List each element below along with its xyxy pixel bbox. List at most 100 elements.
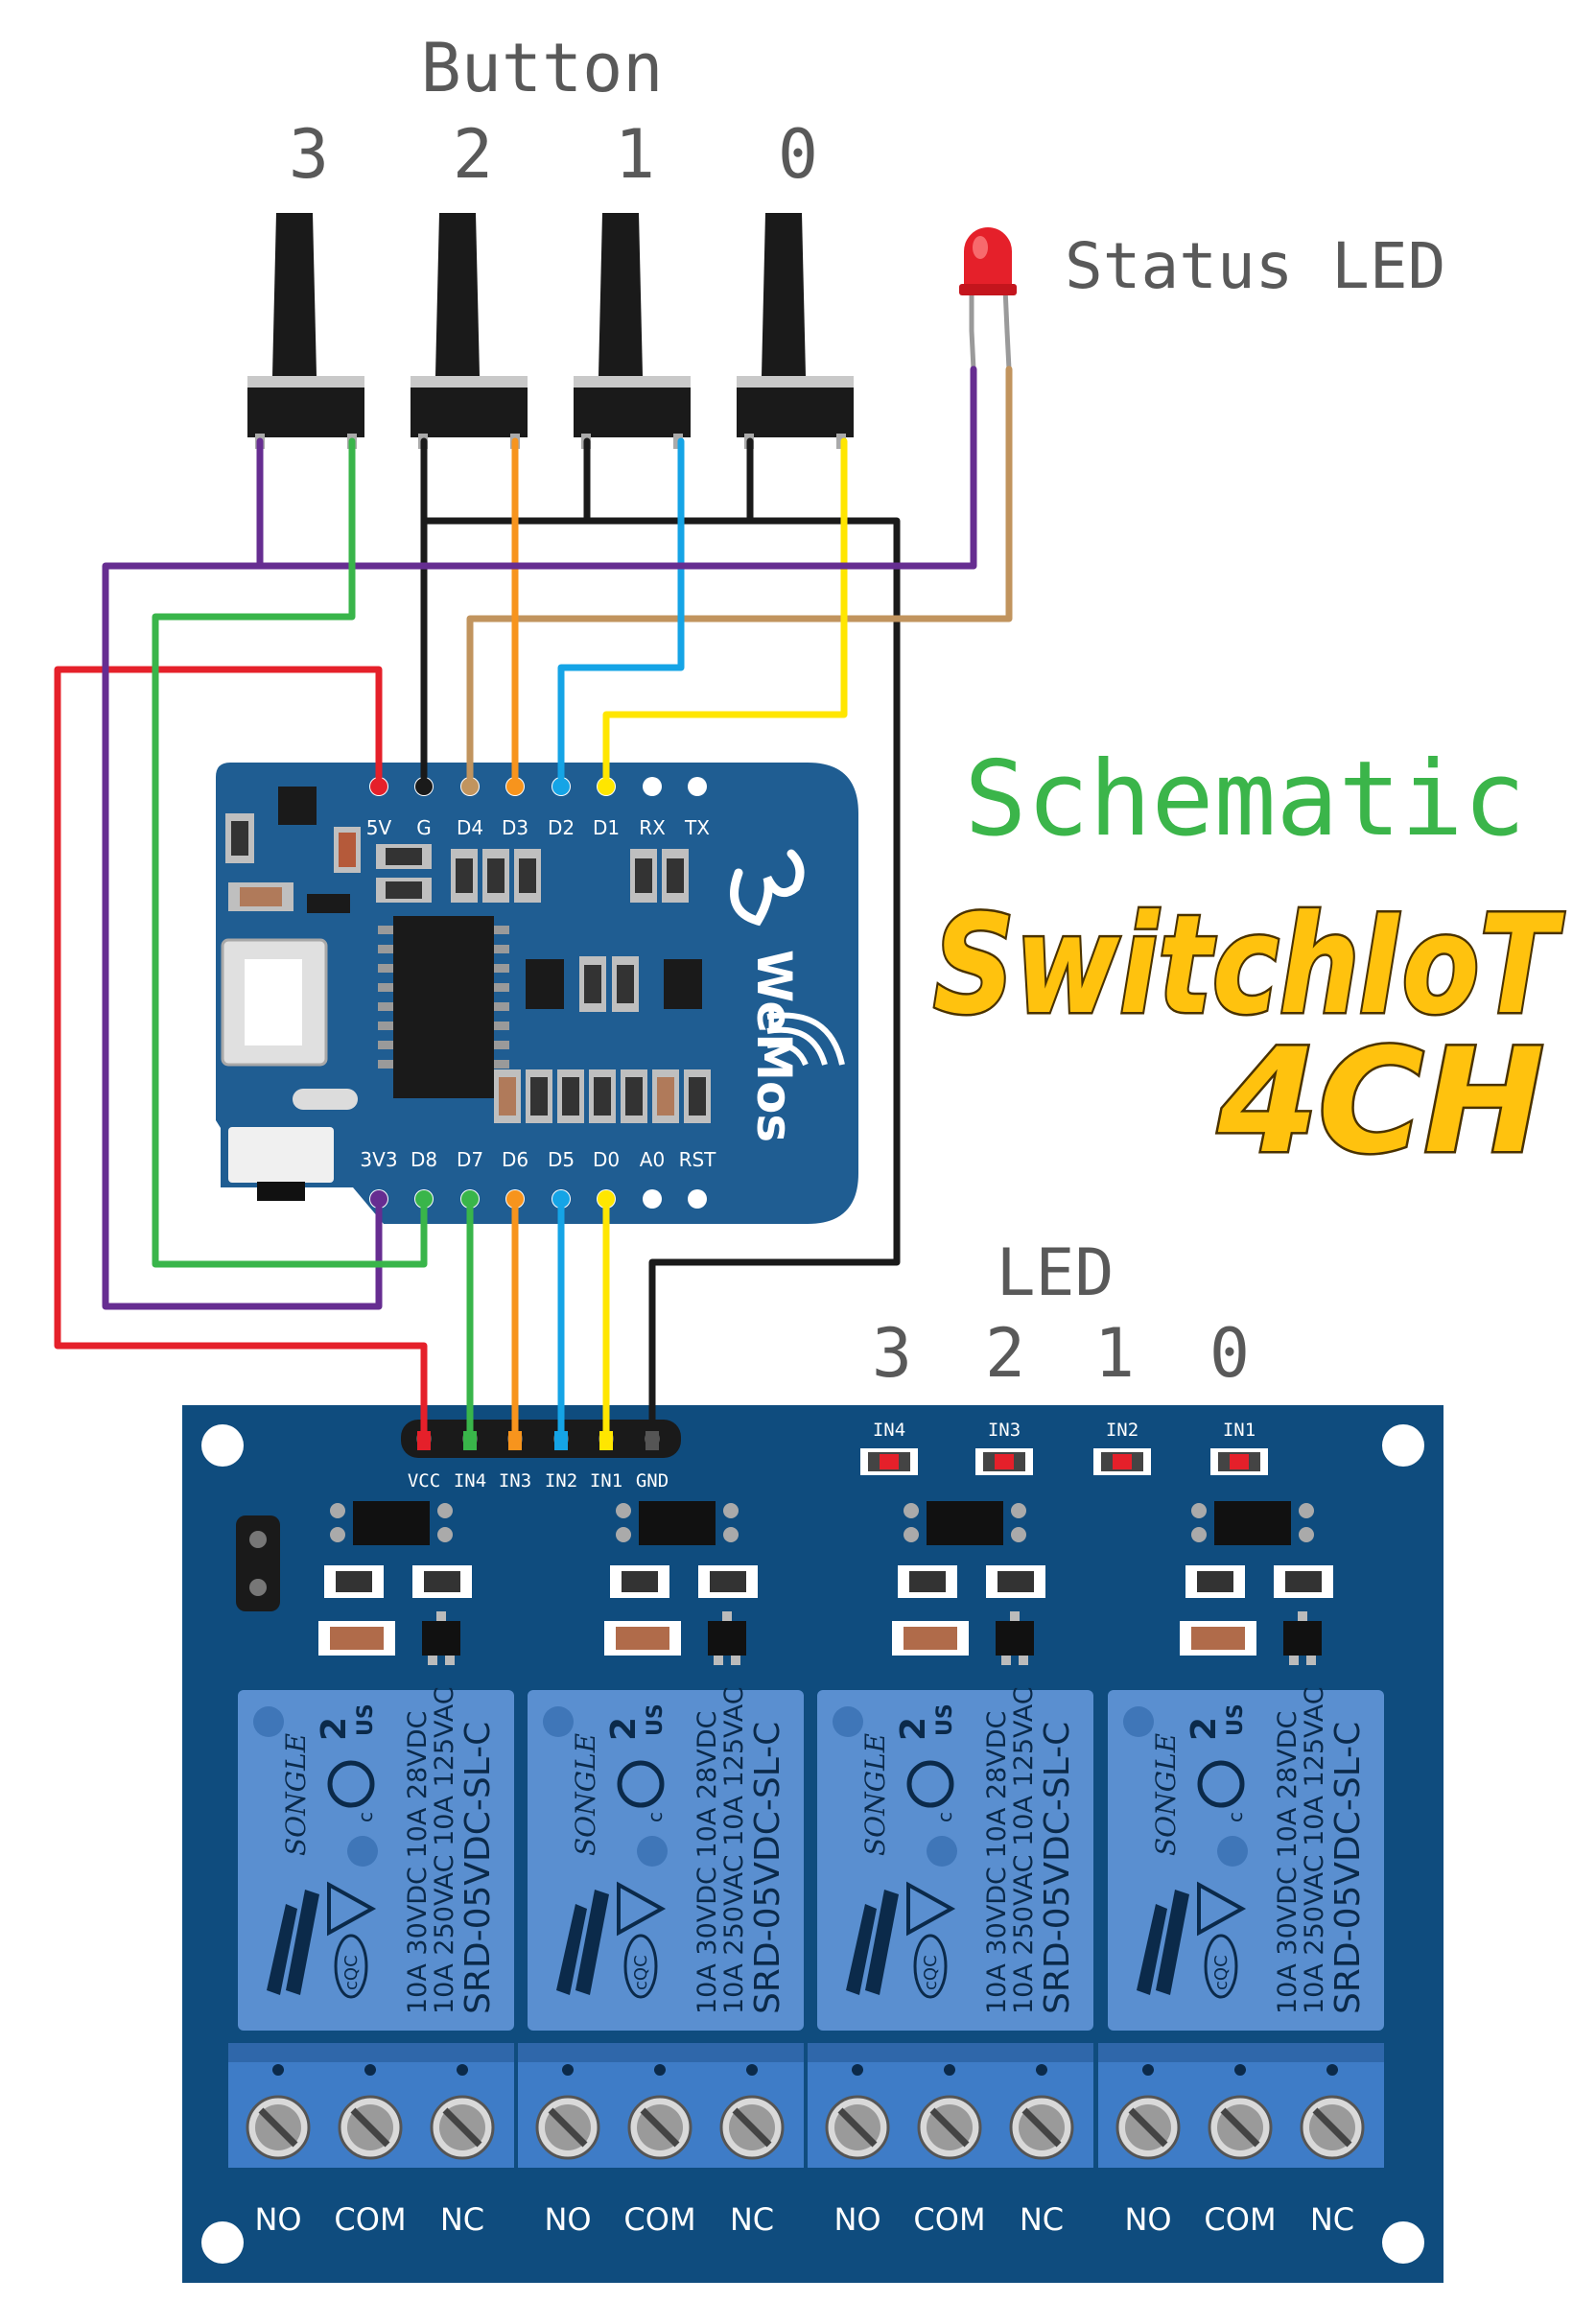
terminal-label-no: NO (1124, 2201, 1171, 2238)
wemos-bottom-pin-labels: 3V3 D8 D7 D6 D5 D0 A0 RST (360, 1148, 716, 1171)
terminal-screw[interactable] (627, 2095, 692, 2160)
terminal-label-nc: NC (1310, 2201, 1354, 2238)
reset-button[interactable] (228, 1127, 334, 1183)
push-button-3[interactable] (247, 213, 364, 449)
wire-yellow-d1-button0 (602, 437, 848, 781)
wire-end-dots (370, 778, 659, 1450)
relay-rating-ac-text: 10A 250VAC 10A 125VAC (1009, 1686, 1039, 2014)
pin-label-d4: D4 (457, 816, 483, 839)
led-number-3: 3 (872, 1314, 912, 1393)
header-label-in1: IN1 (590, 1470, 622, 1492)
relay-brand-text: SONGLE (859, 1733, 891, 1856)
brand-line2: 4CH (1217, 1019, 1544, 1186)
terminal-screw[interactable] (535, 2095, 600, 2160)
relay-brand-text: SONGLE (570, 1733, 601, 1856)
relay-ul-us: US (933, 1703, 957, 1736)
relay-ul-c: c (644, 1812, 667, 1822)
relay-rating-dc-text: 10A 30VDC 10A 28VDC (403, 1711, 433, 2014)
push-button-0[interactable] (737, 213, 854, 449)
relay-model-text: SRD-05VDC-SL-C (1328, 1722, 1368, 2014)
terminal-block-1 (1098, 2043, 1384, 2168)
indicator-led-in4: IN4 (860, 1420, 918, 1475)
relay-rating-ac-text: 10A 250VAC 10A 125VAC (430, 1686, 459, 2014)
wemos-d1-mini-board: WeMos 5V G D4 D3 D2 D1 RX TX 3V3 D8 (216, 763, 858, 1224)
relay-ul-number: 2 (604, 1717, 644, 1741)
terminal-screw[interactable] (338, 2095, 403, 2160)
terminal-label-com: COM (1204, 2201, 1276, 2238)
terminal-screw[interactable] (1009, 2095, 1074, 2160)
relay-ul-number: 2 (894, 1717, 933, 1741)
mounting-holes (201, 1424, 1424, 2264)
terminal-label-com: COM (623, 2201, 695, 2238)
terminal-screw[interactable] (719, 2095, 785, 2160)
terminal-label-no: NO (544, 2201, 591, 2238)
terminal-screw[interactable] (1208, 2095, 1273, 2160)
pin-label-rx: RX (639, 816, 666, 839)
relay-brand-text: SONGLE (280, 1733, 312, 1856)
terminal-label-nc: NC (440, 2201, 484, 2238)
terminal-screw[interactable] (246, 2095, 311, 2160)
button-number-0: 0 (778, 115, 818, 194)
wemos-logo: WeMos (730, 849, 845, 1142)
pin-label-tx: TX (684, 816, 710, 839)
relay-model-text: SRD-05VDC-SL-C (748, 1722, 787, 2014)
wires (54, 365, 1013, 1443)
relay-ul-us: US (354, 1703, 378, 1736)
relay-ul-c: c (933, 1812, 956, 1822)
led-number-labels: 3 2 1 0 (872, 1314, 1250, 1393)
relay-rating-dc-text: 10A 30VDC 10A 28VDC (1273, 1711, 1303, 2014)
terminal-screw[interactable] (430, 2095, 495, 2160)
relay-ul-number: 2 (1185, 1717, 1224, 1741)
terminal-label-com: COM (334, 2201, 406, 2238)
led-heading: LED (997, 1235, 1115, 1311)
header-pin-labels: VCC IN4 IN3 IN2 IN1 GND (408, 1470, 669, 1492)
wemos-top-pin-labels: 5V G D4 D3 D2 D1 RX TX (366, 816, 710, 839)
indicator-label-in2: IN2 (1106, 1420, 1138, 1441)
terminal-screw[interactable] (1115, 2095, 1181, 2160)
push-button-2[interactable] (411, 213, 528, 449)
pin-label-g: G (416, 816, 432, 839)
header-label-in4: IN4 (454, 1470, 486, 1492)
status-led (959, 227, 1017, 370)
terminal-label-no: NO (833, 2201, 880, 2238)
indicator-led-in2: IN2 (1093, 1420, 1151, 1475)
push-button-1[interactable] (574, 213, 691, 449)
pin-label-3v3: 3V3 (360, 1148, 397, 1171)
button-number-labels: 3 2 1 0 (289, 115, 818, 194)
indicator-label-in4: IN4 (873, 1420, 905, 1441)
pin-label-d8: D8 (411, 1148, 437, 1171)
terminal-screw[interactable] (825, 2095, 890, 2160)
header-label-in2: IN2 (545, 1470, 577, 1492)
pin-label-d0: D0 (593, 1148, 620, 1171)
terminal-label-nc: NC (1020, 2201, 1064, 2238)
terminal-block-2 (808, 2043, 1093, 2168)
wire-black-ground (420, 437, 901, 1443)
pin-label-d1: D1 (593, 816, 620, 839)
terminal-label-com: COM (913, 2201, 985, 2238)
terminal-screw[interactable] (1300, 2095, 1365, 2160)
relay-model-text: SRD-05VDC-SL-C (1038, 1722, 1077, 2014)
relay-cert-text: cQC (631, 1955, 651, 1990)
relay-brand-text: SONGLE (1150, 1733, 1182, 1856)
pin-label-5v: 5V (366, 816, 392, 839)
wire-purple-3v3 (102, 365, 977, 1310)
relay-rating-dc-text: 10A 30VDC 10A 28VDC (982, 1711, 1012, 2014)
terminal-screw[interactable] (917, 2095, 982, 2160)
vcc-jumper (236, 1515, 280, 1611)
relay-ul-us: US (1224, 1703, 1248, 1736)
relay-cert-text: cQC (341, 1955, 362, 1990)
pin-label-a0: A0 (640, 1148, 665, 1171)
button-heading: Button (421, 29, 664, 107)
relay-ul-c: c (1224, 1812, 1247, 1822)
relay-cert-text: cQC (1211, 1955, 1232, 1990)
relay-rating-ac-text: 10A 250VAC 10A 125VAC (1300, 1686, 1329, 2014)
terminal-label-no: NO (254, 2201, 301, 2238)
indicator-label-in1: IN1 (1223, 1420, 1256, 1441)
relay-channel-4 (318, 1501, 472, 1665)
relay-cert-text: cQC (921, 1955, 941, 1990)
